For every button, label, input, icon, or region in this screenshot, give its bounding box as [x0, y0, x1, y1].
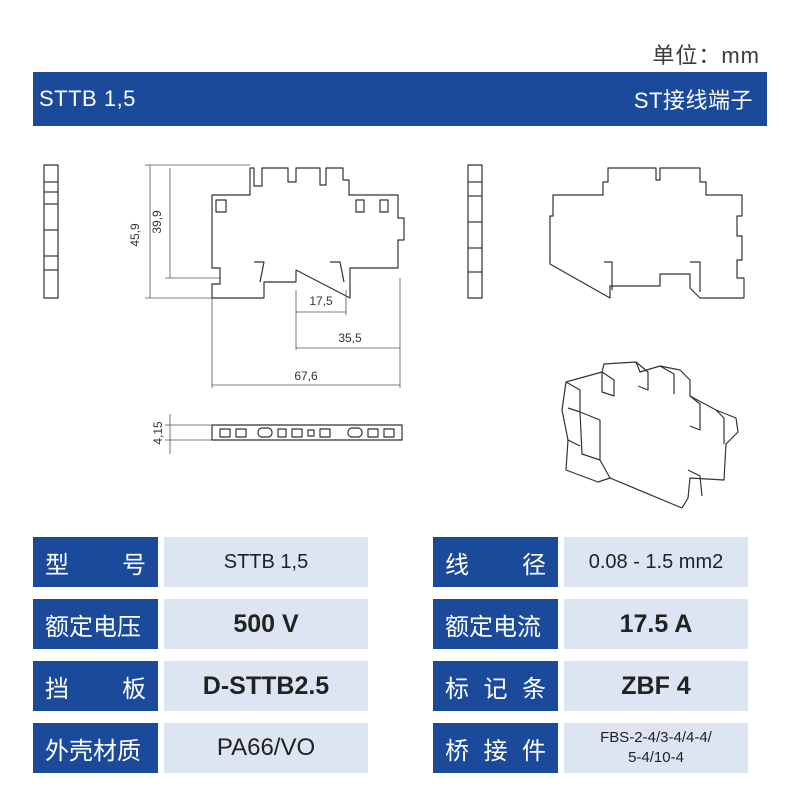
value-model: STTB 1,5	[164, 537, 368, 587]
model-name: STTB 1,5	[39, 86, 136, 111]
spec-row: 额定电压 500 V 额定电流 17.5 A	[33, 599, 767, 649]
dim-width-a: 17,5	[309, 294, 333, 308]
side-view-left	[43, 164, 59, 299]
dim-height-inner: 39,9	[150, 210, 164, 234]
value-marker-strip: ZBF 4	[564, 661, 748, 711]
isometric-view	[561, 361, 739, 509]
title-banner: STTB 1,5 ST接线端子	[33, 72, 767, 126]
value-rated-voltage: 500 V	[164, 599, 368, 649]
spec-row: 型号 STTB 1,5 线径 0.08 - 1.5 mm2	[33, 537, 767, 587]
back-view	[549, 167, 745, 299]
front-view	[211, 167, 405, 299]
value-wire-gauge: 0.08 - 1.5 mm2	[564, 537, 748, 587]
label-marker-strip: 标记条	[433, 661, 558, 711]
dim-height-total: 45,9	[128, 223, 142, 247]
spec-row: 挡板 D-STTB2.5 标记条 ZBF 4	[33, 661, 767, 711]
label-rated-current: 额定电流	[433, 599, 558, 649]
dimension-lines: 45,9 39,9 17,5 35,5 67,6 4,15	[128, 164, 401, 454]
dim-width-b: 35,5	[338, 331, 362, 345]
top-view	[211, 424, 403, 441]
dim-thickness: 4,15	[151, 421, 165, 445]
spec-row: 外壳材质 PA66/VO 桥接件 FBS-2-4/3-4/4-4/ 5-4/10…	[33, 723, 767, 773]
value-housing-material: PA66/VO	[164, 723, 368, 773]
label-wire-gauge: 线径	[433, 537, 558, 587]
spec-table: 型号 STTB 1,5 线径 0.08 - 1.5 mm2 额定电压 500 V…	[33, 537, 767, 785]
label-bridge: 桥接件	[433, 723, 558, 773]
label-housing-material: 外壳材质	[33, 723, 158, 773]
label-model: 型号	[33, 537, 158, 587]
side-view-right	[467, 164, 483, 299]
unit-label: 单位：mm	[652, 43, 760, 68]
value-bridge: FBS-2-4/3-4/4-4/ 5-4/10-4	[564, 723, 748, 773]
label-end-plate: 挡板	[33, 661, 158, 711]
value-end-plate: D-STTB2.5	[164, 661, 368, 711]
dim-width-total: 67,6	[294, 369, 318, 383]
product-series: ST接线端子	[633, 88, 753, 113]
value-rated-current: 17.5 A	[564, 599, 748, 649]
label-rated-voltage: 额定电压	[33, 599, 158, 649]
technical-drawing: 45,9 39,9 17,5 35,5 67,6 4,15	[43, 164, 745, 509]
